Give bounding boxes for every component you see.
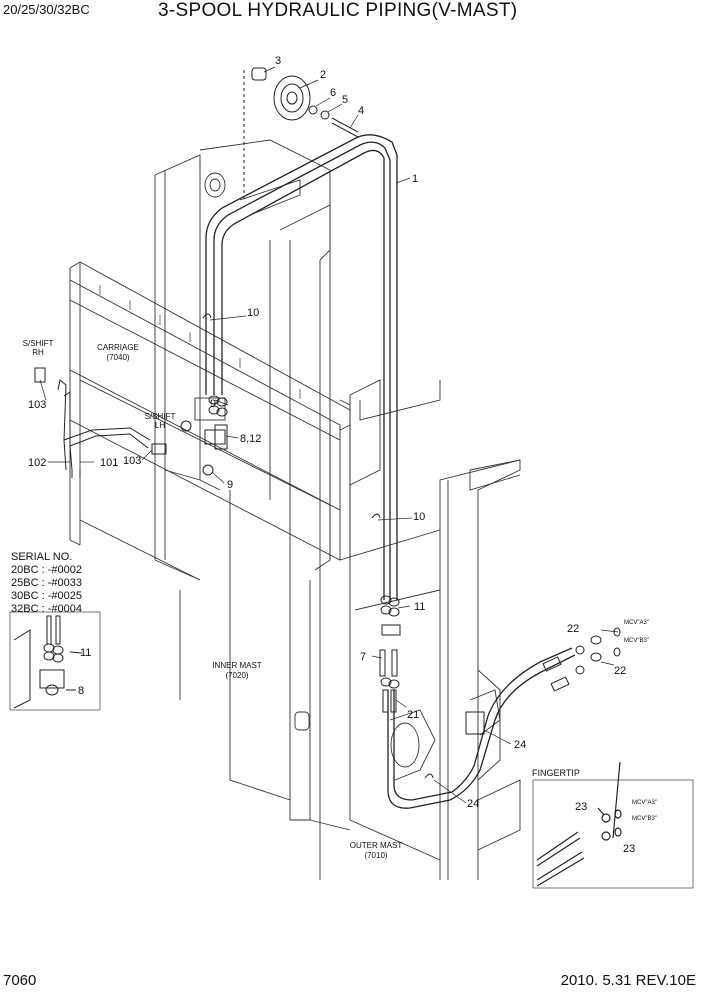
callout-8: 8 bbox=[78, 685, 84, 697]
mcv-b3-label: MCV"B3" bbox=[624, 638, 649, 644]
callout-22a: 22 bbox=[567, 623, 579, 635]
callout-24a: 24 bbox=[514, 739, 526, 751]
serial-line-3: 30BC : -#0025 bbox=[11, 590, 82, 602]
outer-mast-code: (7010) bbox=[364, 851, 387, 860]
leader-lines bbox=[39, 66, 619, 804]
callout-10a: 10 bbox=[247, 307, 259, 319]
inner-mast-drawing bbox=[154, 139, 351, 880]
fingertip-inset bbox=[532, 761, 694, 889]
carriage-code: (7040) bbox=[106, 353, 129, 362]
page-number: 7060 bbox=[3, 972, 37, 989]
page-title: 3-SPOOL HYDRAULIC PIPING(V-MAST) bbox=[158, 0, 518, 21]
serial-inset bbox=[9, 611, 101, 711]
fingertip-mcv-a3-label: MCV"A3" bbox=[632, 800, 657, 806]
callout-11b: 11 bbox=[80, 647, 91, 659]
callout-9b: 9 bbox=[227, 479, 233, 491]
callout-23a: 23 bbox=[575, 801, 587, 813]
inner-mast-label: INNER MAST bbox=[212, 661, 261, 670]
callout-7: 7 bbox=[360, 651, 366, 663]
sshift-lh-label: S/SHIFT bbox=[145, 412, 176, 421]
callout-2: 2 bbox=[320, 69, 326, 81]
callout-103a: 103 bbox=[28, 399, 46, 411]
callout-8-12: 8,12 bbox=[240, 433, 261, 445]
callout-4: 4 bbox=[358, 105, 364, 117]
serial-title: SERIAL NO. bbox=[11, 551, 72, 563]
callout-6: 6 bbox=[330, 87, 336, 99]
callout-101: 101 bbox=[100, 457, 118, 469]
fingertip-label: FINGERTIP bbox=[532, 768, 580, 778]
sshift-rh-side: RH bbox=[32, 348, 44, 357]
carriage-fittings bbox=[34, 313, 381, 519]
serial-line-2: 25BC : -#0033 bbox=[11, 577, 82, 589]
part-labels: CARRIAGE (7040) INNER MAST (7020) OUTER … bbox=[23, 339, 657, 860]
callout-22b: 22 bbox=[614, 665, 626, 677]
callout-5: 5 bbox=[342, 94, 348, 106]
callout-numbers: 3 2 6 5 4 1 10 10 9 9 8,12 11 11 8 7 21 … bbox=[28, 55, 635, 855]
outer-mast-drawing bbox=[339, 379, 521, 880]
fingertip-mcv-b3-label: MCV"B3" bbox=[632, 816, 657, 822]
serial-line-1: 20BC : -#0002 bbox=[11, 564, 82, 576]
callout-9a: 9 bbox=[210, 398, 216, 410]
callout-102: 102 bbox=[28, 457, 46, 469]
sheave-parts bbox=[243, 67, 359, 200]
outer-mast-label: OUTER MAST bbox=[350, 841, 403, 850]
serial-block: SERIAL NO. 20BC : -#0002 25BC : -#0033 3… bbox=[11, 551, 82, 615]
callout-10b: 10 bbox=[413, 511, 425, 523]
callout-1: 1 bbox=[412, 173, 418, 185]
sshift-rh-label: S/SHIFT bbox=[23, 339, 54, 348]
inner-mast-code: (7020) bbox=[225, 671, 248, 680]
carriage-drawing bbox=[69, 261, 351, 581]
callout-23b: 23 bbox=[623, 843, 635, 855]
callout-3: 3 bbox=[275, 55, 281, 67]
mcv-a3-label: MCV"A3" bbox=[624, 620, 649, 626]
callout-24b: 24 bbox=[467, 798, 479, 810]
mast-fittings bbox=[379, 595, 621, 779]
sshift-lh-side: LH bbox=[155, 421, 165, 430]
carriage-label: CARRIAGE bbox=[97, 343, 139, 352]
callout-103b: 103 bbox=[123, 455, 141, 467]
serial-line-4: 32BC : -#0004 bbox=[11, 603, 82, 615]
model-label: 20/25/30/32BC bbox=[3, 2, 90, 17]
callout-21: 21 bbox=[407, 709, 419, 721]
callout-11a: 11 bbox=[414, 601, 425, 613]
revision-date: 2010. 5.31 REV.10E bbox=[560, 972, 696, 989]
hose-assembly bbox=[205, 134, 576, 809]
